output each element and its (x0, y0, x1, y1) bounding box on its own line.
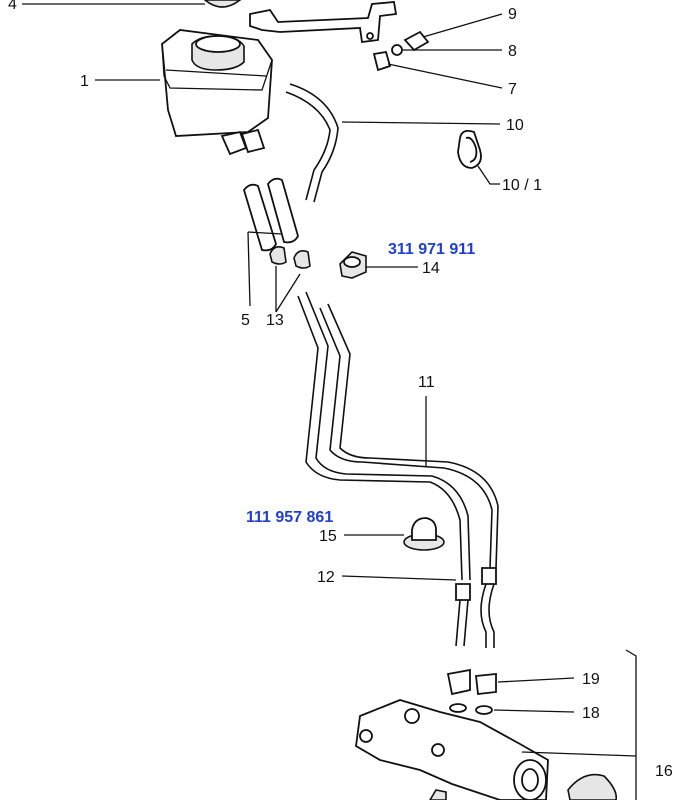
callout-7: 7 (508, 81, 517, 98)
callout-12: 12 (317, 569, 335, 586)
callout-10: 10 (506, 117, 524, 134)
callout-19: 19 (582, 671, 600, 688)
callout-16: 16 (655, 763, 673, 780)
part-1-reservoir (95, 29, 273, 156)
callout-8: 8 (508, 43, 517, 60)
part-11-brake-pipes (297, 291, 499, 581)
part-13-clamps (269, 246, 311, 313)
parts-18-19-seals (446, 668, 575, 715)
callout-10-1: 10 / 1 (502, 177, 542, 194)
part-5-hoses (243, 177, 299, 307)
callout-11: 11 (418, 374, 435, 391)
part-4-cap (22, 0, 242, 8)
callout-14: 14 (422, 260, 440, 277)
part-10-1-clip (457, 129, 500, 185)
callout-15: 15 (319, 528, 337, 545)
callout-9: 9 (508, 6, 517, 23)
callout-4: 4 (8, 0, 17, 13)
bracket (249, 1, 398, 44)
callout-1: 1 (80, 73, 89, 90)
part-15-grommet (344, 517, 445, 551)
part-12-fittings (341, 567, 497, 648)
part-number-14: 311 971 911 (388, 241, 475, 258)
part-14-grommet (339, 251, 418, 279)
callout-5: 5 (241, 312, 250, 329)
screw-assembly (372, 13, 503, 89)
callout-13: 13 (266, 312, 284, 329)
part-number-15: 111 957 861 (246, 509, 333, 526)
part-16-master-cylinder (355, 649, 637, 800)
part-10-hose (285, 83, 501, 203)
callout-18: 18 (582, 705, 600, 722)
